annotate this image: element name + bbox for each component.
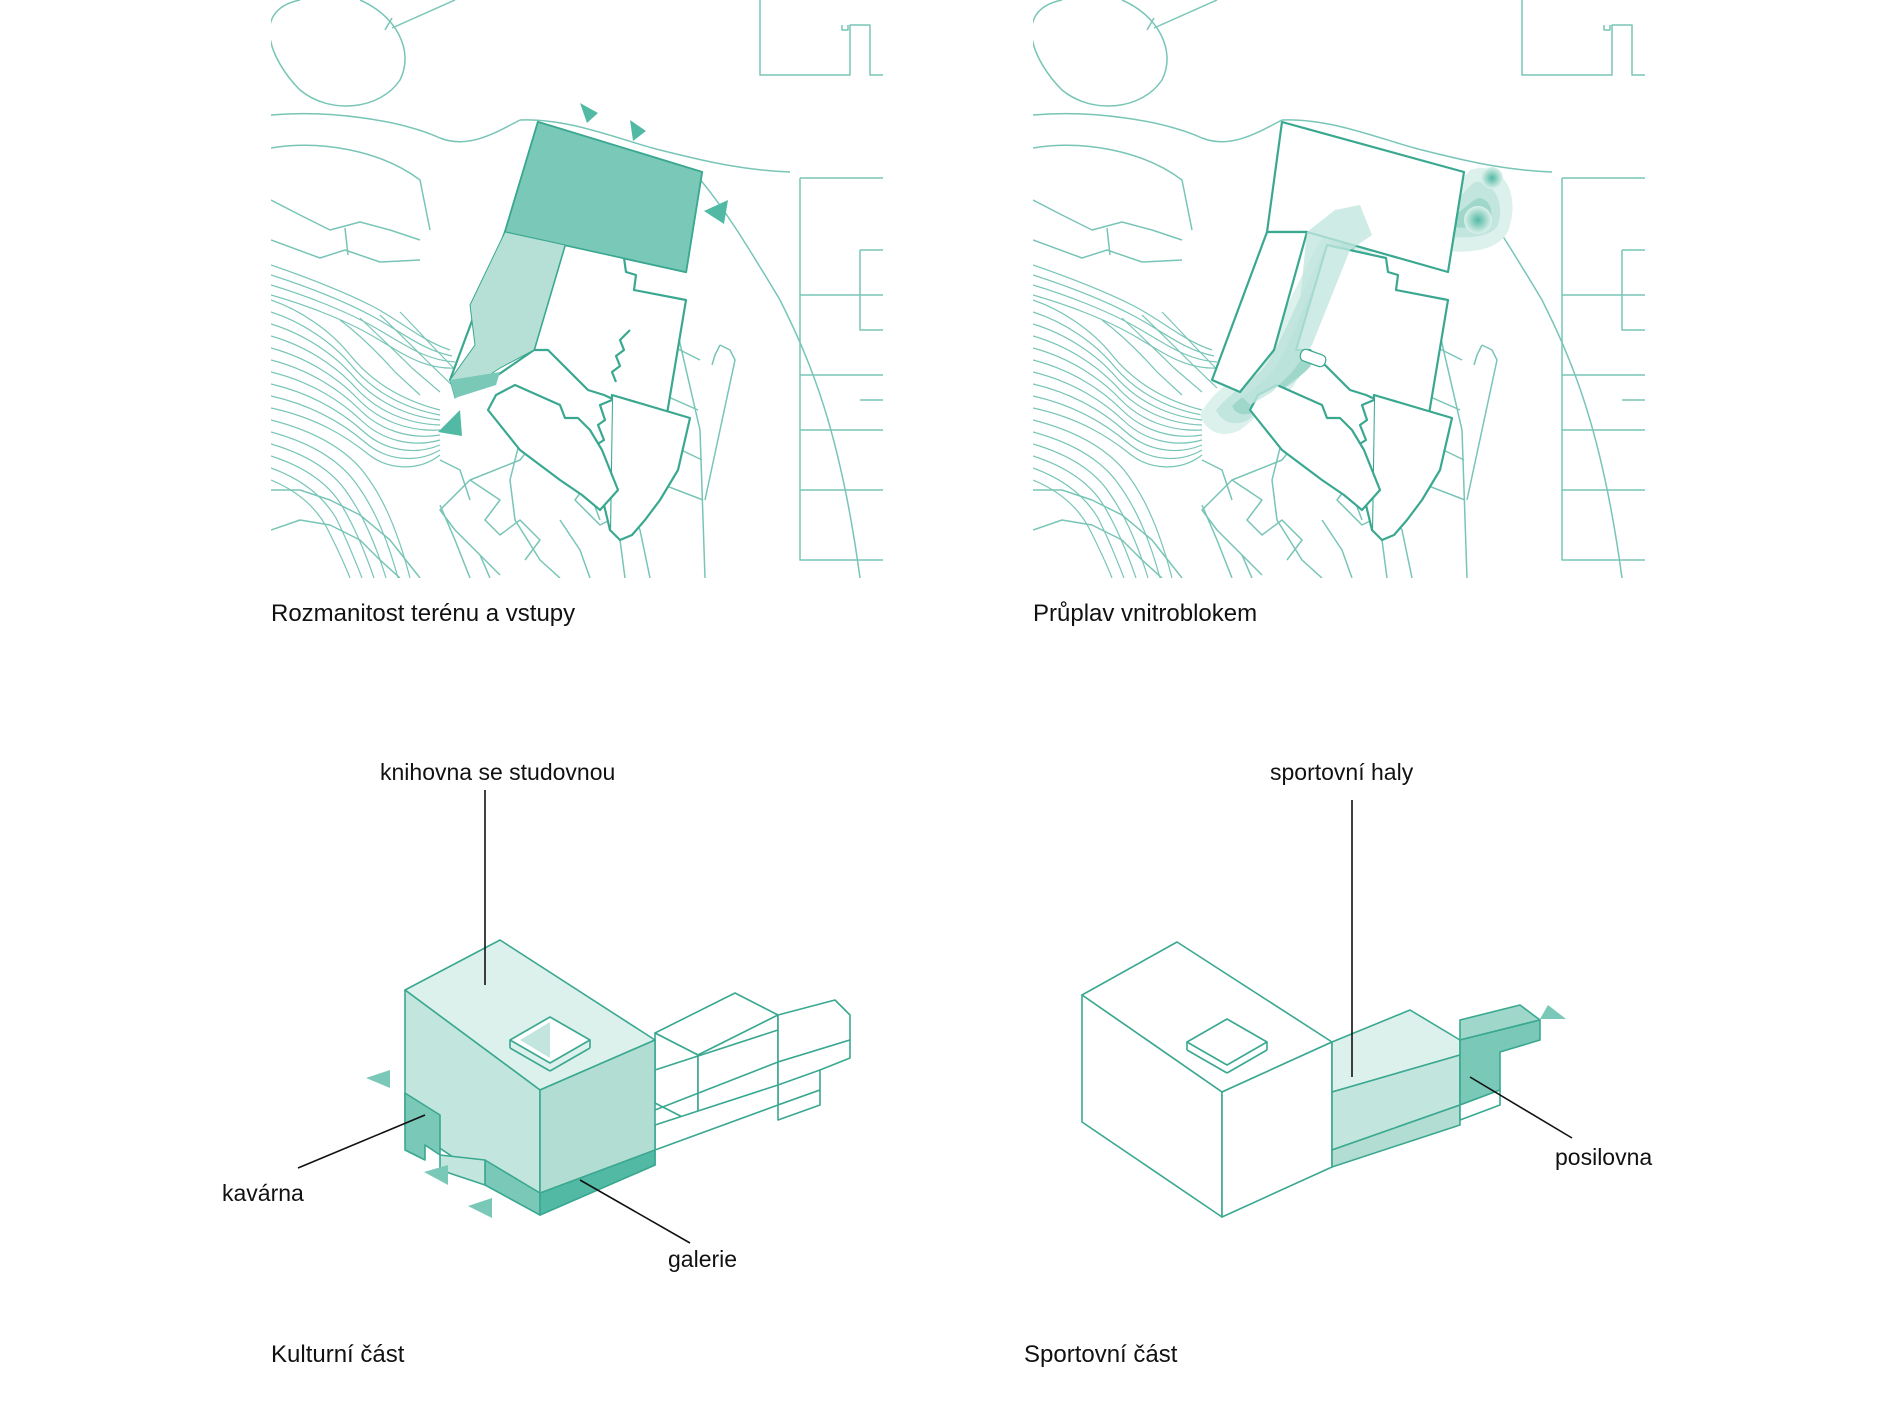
leader-gym <box>1469 1076 1573 1139</box>
roof-skylight-shade <box>520 1022 550 1058</box>
culture-wing <box>654 992 851 1151</box>
entrance-arrow-icon <box>424 1165 448 1185</box>
entrance-arrow-icon <box>580 103 598 123</box>
panel-sport: sportovní haly posilovna Sportovní část <box>1024 759 1652 1368</box>
label-cafe: kavárna <box>222 1180 304 1206</box>
panel-terrain: Rozmanitost terénu a vstupy <box>271 0 883 627</box>
sport-halls-lower <box>1331 1104 1461 1168</box>
label-library: knihovna se studovnou <box>380 759 615 785</box>
label-gallery: galerie <box>668 1246 737 1272</box>
panel-passage: Průplav vnitroblokem <box>1033 0 1645 627</box>
caption-passage: Průplav vnitroblokem <box>1033 600 1257 627</box>
label-halls: sportovní haly <box>1270 759 1414 785</box>
entrance-arrow-icon <box>438 410 462 436</box>
terrain-contours <box>271 264 466 578</box>
passage-gate <box>1299 348 1327 368</box>
panel-culture: knihovna se studovnou kavárna galerie Ku… <box>222 759 851 1368</box>
caption-sport: Sportovní část <box>1024 1341 1178 1368</box>
label-gym: posilovna <box>1555 1144 1652 1170</box>
caption-culture: Kulturní část <box>271 1341 405 1368</box>
cafe-volume <box>404 1092 441 1161</box>
entrance-plaza-north <box>504 121 703 273</box>
terrain-contours <box>1033 264 1228 578</box>
leader-gallery <box>579 1179 691 1244</box>
leader-cafe <box>297 1114 426 1169</box>
entrance-arrow-icon <box>704 200 728 224</box>
entrance-arrow-icon <box>366 1070 390 1088</box>
entrance-arrow-icon <box>1540 1005 1566 1019</box>
caption-terrain: Rozmanitost terénu a vstupy <box>271 600 575 627</box>
entrance-arrow-icon <box>468 1198 492 1218</box>
entrance-path-sw <box>450 372 500 398</box>
entrance-arrow-icon <box>630 120 646 141</box>
gallery-volume-side <box>539 1149 656 1216</box>
courtyard-passage-fill <box>1240 205 1372 405</box>
